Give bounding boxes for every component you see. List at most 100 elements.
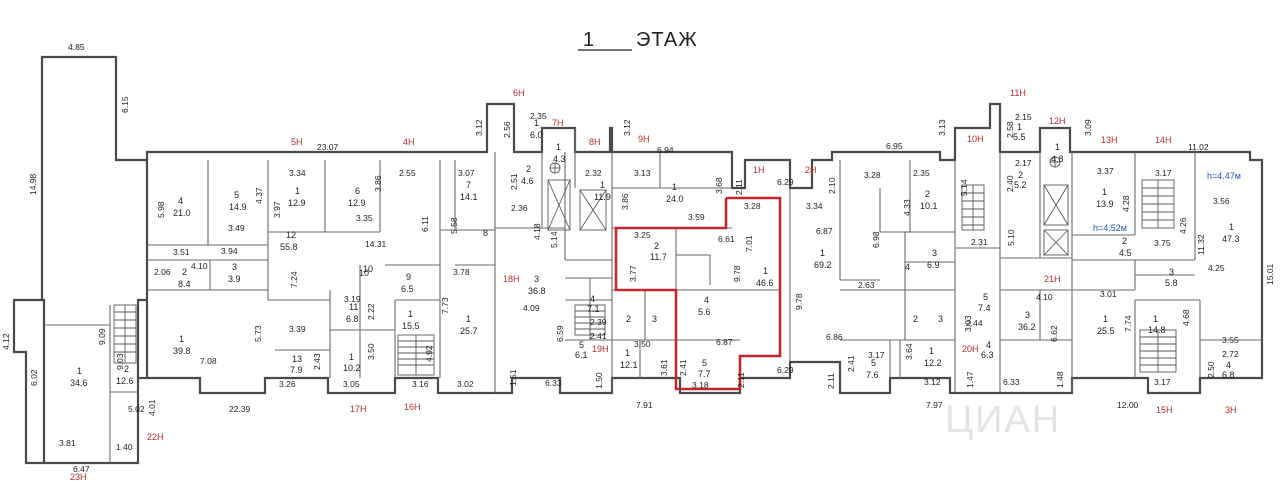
dimension-label: 14.98: [28, 173, 38, 195]
dimension-label: 7.01: [744, 235, 754, 252]
room-number: 2: [1018, 170, 1023, 180]
dimension-label: 2.41: [846, 355, 856, 372]
dimension-label: 3.50: [634, 339, 651, 349]
dimension-label: 6.61: [718, 234, 735, 244]
room-number: 4: [590, 294, 595, 304]
unit-label-7h: 7Н: [552, 118, 564, 128]
room-area: 11.9: [594, 192, 611, 202]
room-area: 34.6: [70, 378, 88, 388]
dimension-label: 2.43: [312, 353, 322, 370]
room-number: 1: [763, 266, 768, 276]
dimension-label: 3.07: [458, 168, 475, 178]
unit-label-23h: 23Н: [70, 472, 87, 482]
room-number: 4: [986, 340, 991, 350]
dimension-label: 3.68: [714, 177, 724, 194]
dimension-label: 6.15: [120, 96, 130, 113]
unit-label-20h: 20Н: [962, 344, 979, 354]
dimension-label: 3.55: [1222, 335, 1239, 345]
ceiling-height-label: h=4.47м: [1207, 171, 1241, 181]
room-number: 1: [1229, 222, 1234, 232]
dimension-label: 3.12: [622, 119, 632, 136]
room-area: 12.2: [924, 358, 942, 368]
dimension-label: 6.86: [826, 332, 843, 342]
room-number: 10: [359, 268, 369, 278]
dimension-label: 4.33: [902, 199, 912, 216]
dimension-label: 4.68: [1181, 309, 1191, 326]
dimension-label: 2.44: [966, 318, 983, 328]
room-area: 4.3: [553, 154, 566, 164]
dimension-label: 2.50: [1206, 361, 1216, 378]
dimension-label: 3.28: [744, 201, 761, 211]
room-number: 3: [1025, 310, 1030, 320]
unit-label-11h: 11Н: [1010, 88, 1026, 98]
room-number: 1: [77, 366, 82, 376]
dimension-label: 2.51: [509, 173, 519, 190]
room-number: 12: [286, 230, 296, 240]
room-area: 6.1: [575, 350, 588, 360]
room-area: 10.2: [343, 363, 361, 373]
room-number: 8: [483, 228, 488, 238]
dimension-label: 2.11: [826, 373, 836, 389]
room-number: 1: [625, 348, 630, 358]
dimension-label: 5.02: [128, 404, 145, 414]
dimension-label: 2.40: [1005, 175, 1015, 192]
room-number: 5: [983, 292, 988, 302]
dimension-label: 9.03: [115, 353, 125, 370]
room-area: 14.1: [460, 192, 478, 202]
room-number: 5: [579, 340, 584, 350]
unit-label-18h: 18Н: [503, 274, 520, 284]
dimension-label: 4.37: [254, 187, 264, 204]
dimension-label: 2.06: [154, 267, 171, 277]
dimension-label: 2.32: [585, 168, 602, 178]
dimension-label: 3.12: [474, 119, 484, 136]
dimension-label: 3.86: [373, 175, 383, 192]
dimension-label: 14.31: [365, 239, 387, 249]
dimension-label: 1.50: [594, 372, 604, 389]
floor-word: ЭТАЖ: [636, 29, 698, 51]
room-number: 4: [704, 295, 709, 305]
room-number: 1: [820, 248, 825, 258]
room-number: 4: [1226, 360, 1231, 370]
dimension-label: 4.85: [68, 42, 85, 52]
dimension-label: 9.78: [794, 293, 804, 310]
dimension-label: 3.77: [628, 265, 638, 282]
dimension-label: 4.10: [1036, 292, 1053, 302]
room-number: 13: [292, 354, 302, 364]
room-area: 12.9: [348, 198, 366, 208]
room-number: 1: [556, 142, 561, 152]
room-area: 10.1: [920, 201, 938, 211]
dimension-label: 2.41: [590, 331, 607, 341]
unit-label-6h: 6Н: [513, 88, 525, 98]
dimension-label: 1.51: [508, 369, 518, 386]
watermark-logo: ЦИАН: [945, 399, 1061, 441]
room-number: 3: [232, 262, 237, 272]
dimension-label: 4.28: [1121, 195, 1131, 212]
dimension-label: 2.41: [678, 359, 688, 376]
room-number: 1: [408, 309, 413, 319]
dimension-label: 6.87: [716, 337, 733, 347]
dimension-labels: 4.85 6.15 14.98 23.07 3.34 2.55 3.07 5.9…: [1, 42, 1275, 474]
floor-number: 1: [583, 29, 595, 51]
room-number: 1: [1102, 187, 1107, 197]
dimension-label: 2.63: [858, 280, 875, 290]
room-area: 4.6: [521, 176, 534, 186]
dimension-label: 7.24: [289, 271, 299, 288]
dimension-label: 3.13: [937, 119, 947, 136]
dimension-label: 6.95: [886, 141, 903, 151]
room-number: 3: [534, 274, 539, 284]
dimension-label: 3.25: [634, 230, 651, 240]
room-number: 2: [124, 364, 129, 374]
dimension-label: 3.17: [868, 350, 885, 360]
dimension-label: 2.35: [913, 168, 930, 178]
dimension-label: 2.11: [734, 179, 744, 195]
room-area: 39.8: [173, 346, 191, 356]
room-number: 2: [1122, 236, 1127, 246]
dimension-label: 2.56: [502, 121, 512, 138]
room-number: 1: [295, 186, 300, 196]
dimension-label: 7.08: [200, 356, 217, 366]
dimension-label: 2.36: [511, 203, 528, 213]
dimension-label: 3.02: [457, 379, 474, 389]
dimension-label: 5.14: [959, 179, 969, 196]
dimension-label: 3.19: [344, 294, 361, 304]
